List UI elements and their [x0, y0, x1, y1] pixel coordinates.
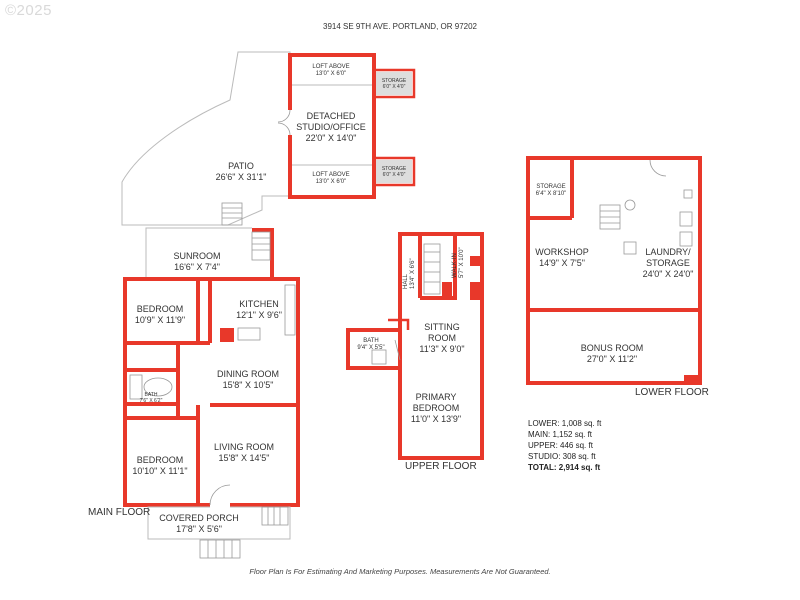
watermark: ©2025: [5, 2, 52, 19]
page-title-address: 3914 SE 9TH AVE. PORTLAND, OR 97202: [323, 22, 477, 31]
disclaimer: Floor Plan Is For Estimating And Marketi…: [249, 567, 551, 576]
lower-floor-walls: [526, 156, 702, 385]
total-lower: LOWER: 1,008 sq. ft: [528, 419, 602, 428]
total-main: MAIN: 1,152 sq. ft: [528, 430, 593, 439]
total-overall: TOTAL: 2,914 sq. ft: [528, 463, 601, 472]
main-floor-label: MAIN FLOOR: [88, 507, 151, 518]
main-floor-walls: [123, 227, 300, 559]
studio-walls: [277, 53, 416, 199]
area-totals: LOWER: 1,008 sq. ft MAIN: 1,152 sq. ft U…: [528, 418, 601, 473]
patio-steps: [221, 202, 243, 226]
upper-floor-walls: [346, 232, 484, 460]
total-upper: UPPER: 446 sq. ft: [528, 441, 593, 450]
lower-floor-label: LOWER FLOOR: [635, 387, 709, 398]
upper-floor-label: UPPER FLOOR: [405, 461, 477, 472]
total-studio: STUDIO: 308 sq. ft: [528, 452, 596, 461]
patio-outline: [121, 51, 291, 226]
